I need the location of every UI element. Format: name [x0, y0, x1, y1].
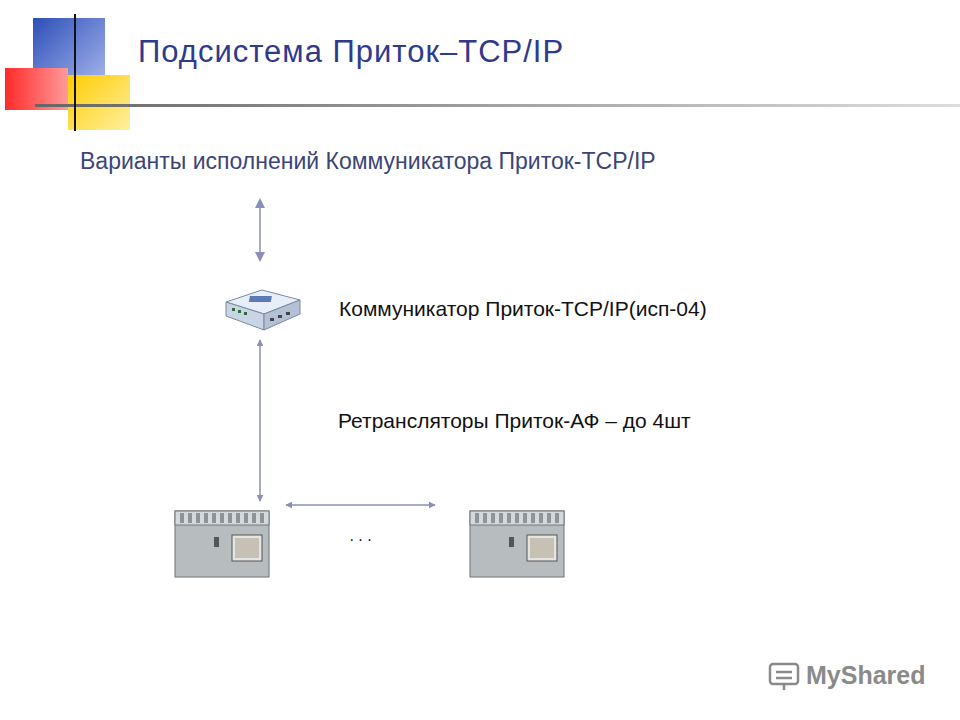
- relay-cabinet-icon: [469, 507, 565, 579]
- slide-title: Подсистема Приток–TCP/IP: [138, 34, 564, 70]
- watermark-icon: [770, 664, 798, 690]
- subtitle: Варианты исполнений Коммуникатора Приток…: [80, 148, 656, 175]
- relay-caption: Ретрансляторы Приток-АФ – до 4шт: [338, 409, 691, 433]
- communicator-device: Коммуникатор Приток-TCP/IP(исп-04): [222, 284, 707, 334]
- uplink-arrow: [255, 198, 265, 262]
- yellow-square: [68, 75, 130, 130]
- relay-cabinet-icon: [174, 507, 270, 579]
- relay-cabinet: [469, 507, 565, 579]
- edge-label: . . .: [349, 527, 371, 545]
- watermark: MyShared: [806, 661, 925, 690]
- red-square: [5, 68, 68, 110]
- vertical-rule: [74, 14, 76, 131]
- device-label: Коммуникатор Приток-TCP/IP(исп-04): [339, 297, 707, 321]
- connector-arrow: [259, 340, 261, 501]
- title-rule: [35, 104, 960, 107]
- relay-cabinet: [174, 507, 270, 579]
- connector-arrow: [286, 504, 435, 506]
- communicator-icon: [222, 284, 302, 334]
